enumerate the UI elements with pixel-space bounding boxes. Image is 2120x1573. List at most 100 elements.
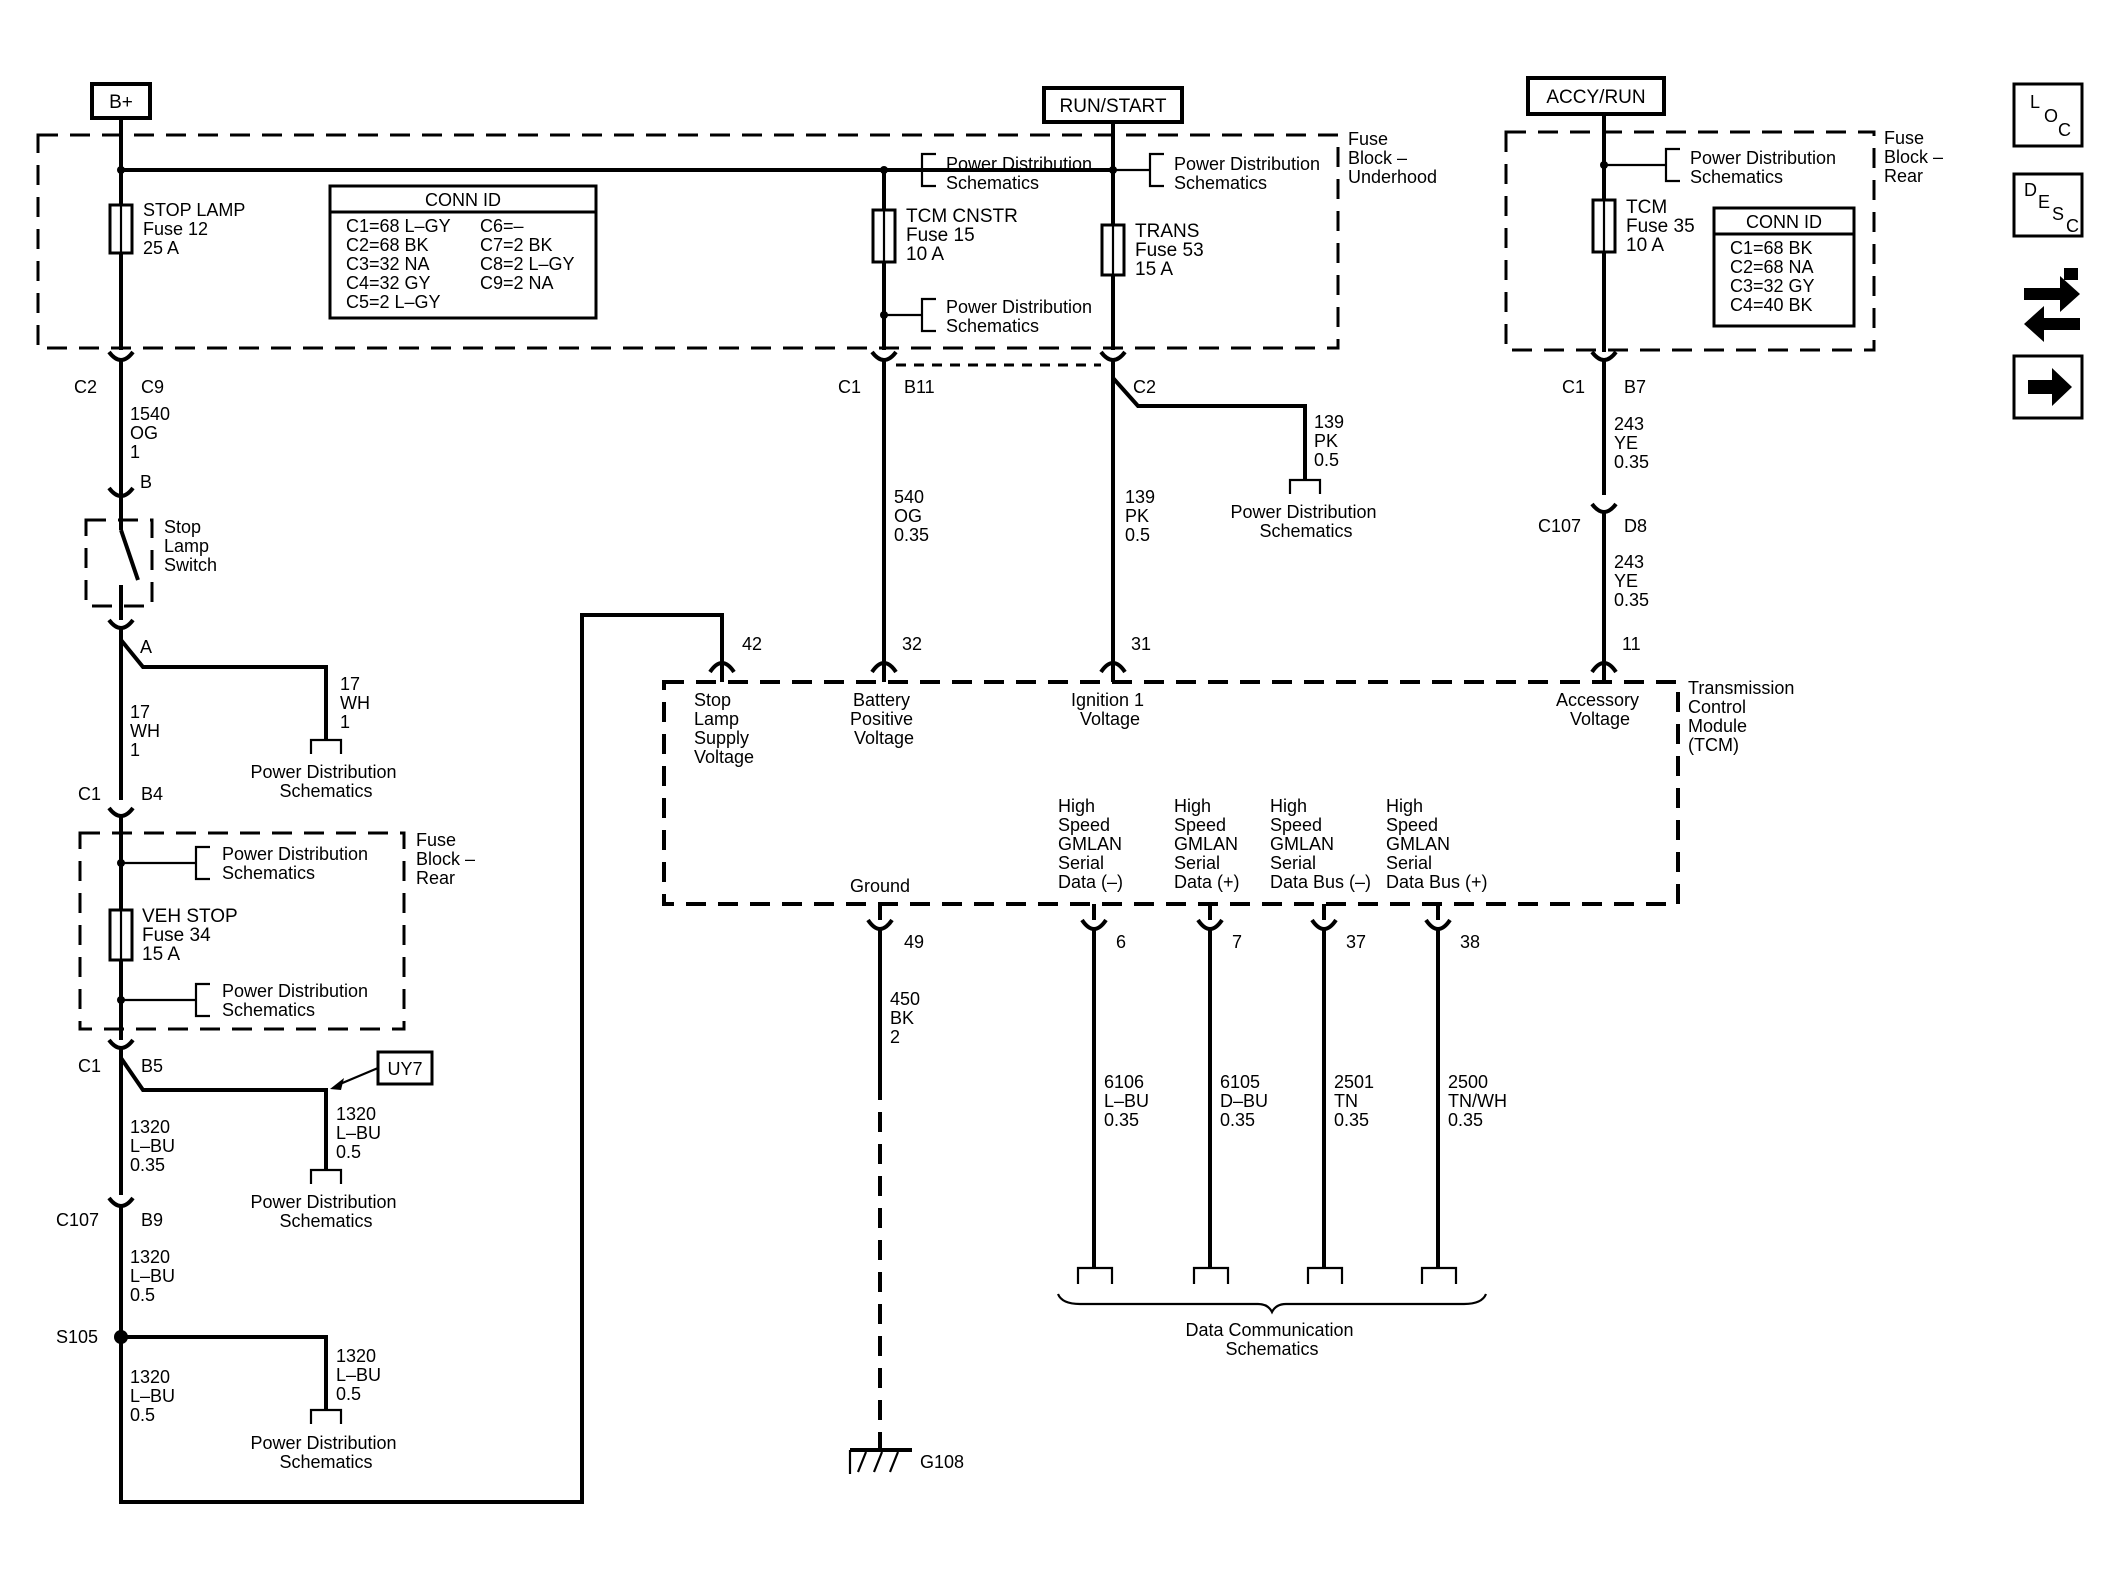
tcm-battery-positive-label: Battery Positive Voltage: [850, 690, 918, 748]
pd-ref-139: Power Distribution Schematics: [1230, 502, 1381, 541]
wire-1320e-label: 1320 L–BU 0.5: [130, 1367, 180, 1425]
wire-1320d-label: 1320 L–BU 0.5: [336, 1346, 386, 1404]
wire-2501-label: 2501 TN 0.35: [1334, 1072, 1379, 1130]
wire-450-label: 450 BK 2: [890, 989, 925, 1047]
svg-text:C1=68 BK C2=68 NA: C1=68 BK C2=68 NA C3=32 GY C4=40 BK: [1730, 238, 1819, 315]
conn-id-title: CONN ID: [425, 190, 501, 210]
svg-text:31: 31: [1131, 634, 1151, 654]
fuse-stop-lamp-label: STOP LAMP Fuse 12 25 A: [143, 200, 250, 258]
conn-b5-label: B5: [141, 1056, 163, 1076]
wire-1540-label: 1540 OG 1: [130, 404, 175, 462]
conn-c1b5-label: C1: [78, 1056, 101, 1076]
data-comm-bracket: [1192, 1266, 1230, 1284]
svg-text:C: C: [2058, 120, 2071, 140]
tcm-pin-11: 11: [1590, 634, 1641, 682]
tcm-pin-38: 38: [1424, 904, 1480, 952]
wire-139a-label: 139 PK 0.5: [1125, 487, 1160, 545]
fuse-block-rear-left-label: Fuse Block – Rear: [416, 830, 480, 888]
bplus-source: B+: [90, 82, 152, 120]
accy-run-label: ACCY/RUN: [1546, 87, 1645, 108]
tcm-ground-label: Ground: [850, 876, 910, 896]
stop-lamp-switch-label: Stop Lamp Switch: [164, 517, 217, 575]
tcm-gmlan4-label: High Speed GMLAN Serial Data Bus (+): [1386, 796, 1488, 892]
tcm-gmlan3-label: High Speed GMLAN Serial Data Bus (–): [1270, 796, 1371, 892]
data-comm-brace: [1056, 1293, 1488, 1315]
wire-1320a-label: 1320 L–BU 0.35: [130, 1117, 180, 1175]
wire-6105-label: 6105 D–BU 0.35: [1220, 1072, 1273, 1130]
fuse-veh-stop-label: VEH STOP Fuse 34 15 A: [142, 906, 243, 965]
wire-1320c-label: 1320 L–BU 0.5: [130, 1247, 180, 1305]
svg-text:6: 6: [1116, 932, 1126, 952]
accy-run-source: ACCY/RUN: [1526, 76, 1666, 116]
pd-ref-bracket: [1288, 478, 1322, 494]
switch-blade: [119, 529, 140, 581]
svg-text:O: O: [2044, 106, 2058, 126]
tcm-gmlan1-label: High Speed GMLAN Serial Data (–): [1058, 796, 1127, 892]
conn-id-table-underhood: CONN ID C1=68 L–GY C2=68 BK C3=32 NA C4=…: [328, 184, 598, 320]
fuse-block-rear-left-outline: [78, 831, 406, 1031]
pd-ref-1320b: Power Distribution Schematics: [250, 1433, 401, 1472]
conn-c107-label: C107: [1538, 516, 1581, 536]
svg-text:7: 7: [1232, 932, 1242, 952]
run-start-label: RUN/START: [1060, 96, 1167, 117]
svg-text:UY7: UY7: [387, 1059, 422, 1079]
location-button[interactable]: L O C: [2012, 82, 2084, 148]
conn-c1b4-label: C1: [78, 784, 101, 804]
tcm-gmlan2-label: High Speed GMLAN Serial Data (+): [1174, 796, 1243, 892]
pd-ref-bracket: [309, 1408, 343, 1424]
fuse-block-rear-top-label: Fuse Block – Rear: [1884, 128, 1948, 186]
conn-id-right-col: C6=– C7=2 BK C8=2 L–GY C9=2 NA: [480, 216, 579, 293]
conn-c1-label: C1: [838, 377, 861, 397]
run-start-source: RUN/START: [1042, 86, 1184, 124]
ground-g108-label: G108: [920, 1452, 964, 1472]
description-button[interactable]: D E S C: [2012, 172, 2084, 238]
svg-text:S: S: [2052, 204, 2064, 224]
conn-c107b-label: C107: [56, 1210, 99, 1230]
pd-ref-17: Power Distribution Schematics: [250, 762, 401, 801]
next-arrow-button[interactable]: [2012, 354, 2084, 420]
conn-b9-label: B9: [141, 1210, 163, 1230]
uy7-option-callout: UY7: [330, 1050, 434, 1090]
svg-text:42: 42: [742, 634, 762, 654]
fuse-block-underhood-label: Fuse Block – Underhood: [1348, 129, 1437, 187]
tcm-pin-37: 37: [1310, 904, 1366, 952]
tcm-accessory-label: Accessory Voltage: [1556, 690, 1644, 729]
tcm-pin-49: 49: [866, 904, 924, 952]
conn-b4-label: B4: [141, 784, 163, 804]
wire-1320-branch: [119, 1056, 328, 1170]
tcm-pin-32: 32: [870, 634, 922, 682]
tcm-pin-42: 42: [708, 634, 762, 682]
wire-1320-to-tcm: [119, 613, 724, 1504]
tcm-label: Transmission Control Module (TCM): [1688, 678, 1799, 755]
conn-b-label: B: [140, 472, 152, 492]
wire-2500-label: 2500 TN/WH 0.35: [1448, 1072, 1512, 1130]
data-comm-bracket: [1306, 1266, 1344, 1284]
conn-b7-label: B7: [1624, 377, 1646, 397]
data-comm-bracket: [1420, 1266, 1458, 1284]
svg-text:49: 49: [904, 932, 924, 952]
tcm-ignition1-label: Ignition 1 Voltage: [1071, 690, 1149, 729]
arrow-right-icon: [2028, 368, 2072, 406]
conn-c2b-label: C2: [1133, 377, 1156, 397]
bplus-label: B+: [109, 92, 133, 113]
wire-1320b-label: 1320 L–BU 0.5: [336, 1104, 386, 1162]
svg-text:C: C: [2066, 216, 2079, 236]
connector-view-icon[interactable]: [2024, 268, 2080, 342]
fuse-block-rear-top-outline: [1504, 130, 1876, 352]
wire-17a-label: 17 WH 1: [340, 674, 375, 732]
svg-text:37: 37: [1346, 932, 1366, 952]
pd-ref-bracket: [309, 1168, 343, 1184]
wire-243a-label: 243 YE 0.35: [1614, 414, 1649, 472]
fuse-tcm-cnstr-label: TCM CNSTR Fuse 15 10 A: [906, 206, 1023, 265]
conn-a-label: A: [140, 637, 152, 657]
